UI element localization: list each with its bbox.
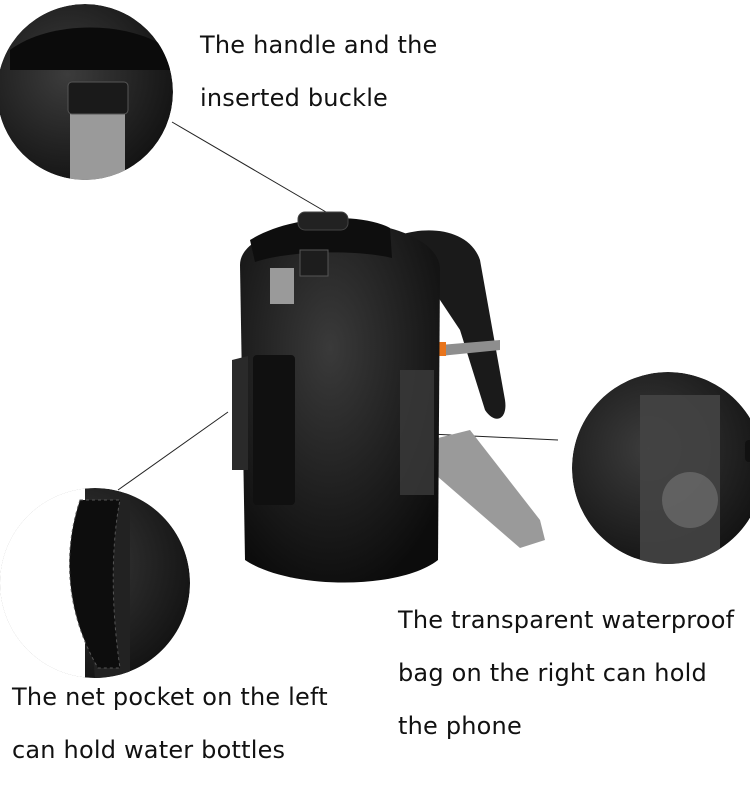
callout-phone-bag-line3: the phone [398,712,522,740]
callout-handle-line2: inserted buckle [200,84,389,112]
callout-net-pocket-line2: can hold water bottles [12,736,286,764]
leader-line-net-pocket [117,411,229,491]
callout-phone-bag-line1: The transparent waterproof [398,606,735,634]
callout-phone-bag-line2: bag on the right can hold [398,659,707,687]
callout-net-pocket: The net pocket on the left can hold wate… [12,671,328,777]
backpack [232,211,545,583]
callout-handle-line1: The handle and the [200,31,438,59]
detail-circle-handle [0,4,173,180]
callout-handle: The handle and the inserted buckle [200,19,437,125]
leader-line-handle [171,121,327,213]
callout-phone-bag: The transparent waterproof bag on the ri… [398,594,734,753]
detail-circle-phone-bag [572,372,750,564]
callout-net-pocket-line1: The net pocket on the left [12,683,328,711]
detail-circle-net-pocket [0,488,190,678]
